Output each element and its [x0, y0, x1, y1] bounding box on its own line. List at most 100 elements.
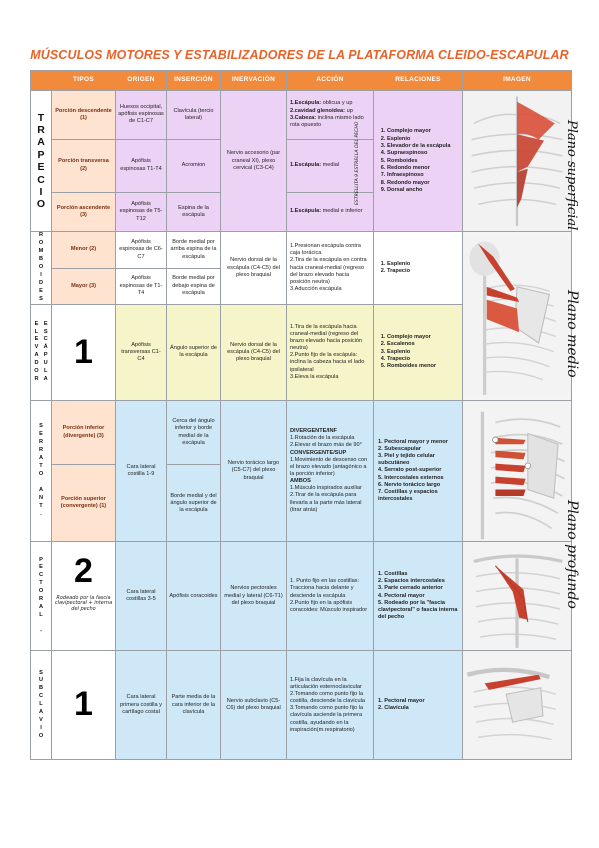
vertical-letter: O — [38, 471, 44, 478]
vertical-letter: V — [39, 717, 43, 724]
accion-line: 3.Tomando como punto fijo la clavícula a… — [290, 705, 364, 733]
vertical-letter: R — [34, 376, 39, 383]
insercion-cell: Acromion — [166, 138, 221, 193]
inervacion-cell: Nervio accesorio (par craneal XI), plexo… — [220, 89, 287, 233]
image-cell-trapecio — [462, 89, 572, 233]
vertical-letter: S — [39, 423, 43, 430]
tipo-cell: Mayor (3) — [51, 267, 116, 305]
relaciones-cell: EsplenioTrapecio — [373, 231, 463, 305]
insercion-cell: Espina de la escápula — [166, 191, 221, 233]
header-imagen: IMAGEN — [462, 70, 572, 91]
origen-cell: Apófisis espinosas T1-T4 — [115, 138, 167, 193]
origen-cell: Apófisis transversas C1-C4 — [115, 303, 167, 401]
header-insercion: INSERCIÓN — [166, 70, 221, 91]
insercion-cell: Borde medial por arriba espina de la esc… — [166, 231, 221, 269]
vertical-letter: . — [40, 510, 42, 517]
accion-cell: 1.Fija la clavícula en la articulación e… — [286, 650, 374, 761]
vertical-letter: R — [38, 439, 44, 446]
vertical-letter: B — [38, 256, 44, 263]
accion-line: 3.Aducción escápula — [290, 286, 342, 292]
vertical-letter: A — [38, 455, 44, 462]
vertical-letter: P — [37, 148, 45, 161]
accion-line: 1.Presionan escápula contra caja torácic… — [290, 243, 361, 257]
vertical-letter: T — [39, 502, 43, 509]
relacion-item: Escalenos — [387, 341, 458, 348]
vertical-letter: O — [38, 588, 44, 595]
vertical-letter: A — [34, 352, 39, 359]
image-cell-serrato — [462, 399, 572, 543]
vertical-letter: E — [39, 287, 43, 294]
relacion-item: Redondo menor — [387, 165, 458, 172]
header-origen: ORIGEN — [115, 70, 167, 91]
insercion-cell: Borde medial y del ángulo superior de la… — [166, 464, 221, 543]
origen-cell: Apófisis espinosas de C6-C7 — [115, 231, 167, 269]
accion-cell: 1.Escápula: oblicua y up 2.cavidad gleno… — [286, 90, 374, 140]
vertical-letter: R — [38, 596, 44, 603]
accion-cell: 1.Escápula: medial — [286, 138, 374, 193]
vertical-letter: S — [43, 328, 48, 335]
accion-line: 2.Tirar de la escápula para llevarla a l… — [290, 492, 362, 513]
vertical-letter: L — [34, 328, 39, 335]
relacion-item: 7. Costillas y espacios intercostales — [378, 488, 438, 503]
accion-cell: 1.Tira de la escápula hacia craneal-medi… — [286, 303, 374, 401]
accion-line: 3.Eleva la escápula — [290, 373, 339, 380]
origen-cell: Apófisis espinosas de T5-T12 — [115, 191, 167, 233]
pectoral-illustration-icon — [463, 542, 571, 650]
vertical-letter: A — [37, 136, 45, 149]
vertical-letter: E — [34, 320, 39, 327]
accion-line: 1.Músculo inspirados auxiliar — [290, 485, 362, 492]
accion-line: 1.Rotación de la escápula — [290, 435, 355, 442]
relacion-item: Romboides menor — [387, 363, 458, 370]
accion-line: 2.Elevar el brazo más de 90° — [290, 442, 362, 449]
header-muscle — [30, 70, 52, 91]
vertical-letter: Á — [43, 344, 48, 351]
tipo-cell: Porción descendente (1) — [51, 90, 116, 140]
relacion-item: Redondo mayor — [387, 180, 458, 187]
vertical-letter: E — [37, 161, 45, 174]
vertical-letter: M — [38, 248, 44, 255]
vertical-letter: R — [38, 447, 44, 454]
accion-cell: 1.Escápula: medial e inferior — [286, 191, 374, 233]
vertical-letter: O — [34, 368, 39, 375]
vertical-letter: P — [39, 556, 43, 563]
side-label-superficial: Plano superficial — [564, 120, 579, 231]
relacion-item: Esplenio — [387, 349, 458, 356]
vertical-letter: A — [38, 709, 44, 716]
relacion-item: 1. Pectoral mayor y menor — [378, 438, 448, 445]
relacion-item: 1. Pectoral mayor — [378, 698, 425, 705]
header-relaciones: RELACIONES — [373, 70, 463, 91]
accion-line: 2.Tira de la escápula en contra hacia cr… — [290, 257, 367, 285]
accion-cell: 1.Presionan escápula contra caja torácic… — [286, 231, 374, 305]
insercion-cell: Clavícula (tercio lateral) — [166, 90, 221, 140]
vertical-letter: C — [38, 693, 44, 700]
inervacion-cell: Nervio dorsal de la escápula (C4-C5) del… — [220, 303, 287, 401]
insercion-cell: Ángulo superior de la escápula — [166, 303, 221, 401]
vertical-letter: L — [39, 612, 43, 619]
tipo-cell: Menor (2) — [51, 231, 116, 269]
inervacion-cell: Nervio subclavio (C5-C6) del plexo braqu… — [220, 650, 287, 761]
vertical-letter: C — [37, 173, 45, 186]
vertical-letter: O — [38, 240, 44, 247]
serrato-illustration-icon — [463, 401, 571, 541]
relaciones-cell: Complejo mayorEsplenioElevador de la esc… — [373, 89, 463, 233]
vertical-letter: R — [37, 124, 45, 137]
insercion-cell: Borde medial por debajo espina de escápu… — [166, 267, 221, 305]
accion-line: 2.Punto fijo en la apófisis coracoides: … — [290, 599, 368, 613]
relaciones-list: EsplenioTrapecio — [387, 261, 458, 276]
vertical-letter: I — [40, 725, 42, 732]
romboides-row-2: Mayor (3) Apófisis espinosas de T1-T4 Bo… — [31, 267, 572, 305]
muscles-table: TIPOS ORIGEN INSERCIÓN INERVACIÓN ACCIÓN… — [30, 70, 572, 761]
